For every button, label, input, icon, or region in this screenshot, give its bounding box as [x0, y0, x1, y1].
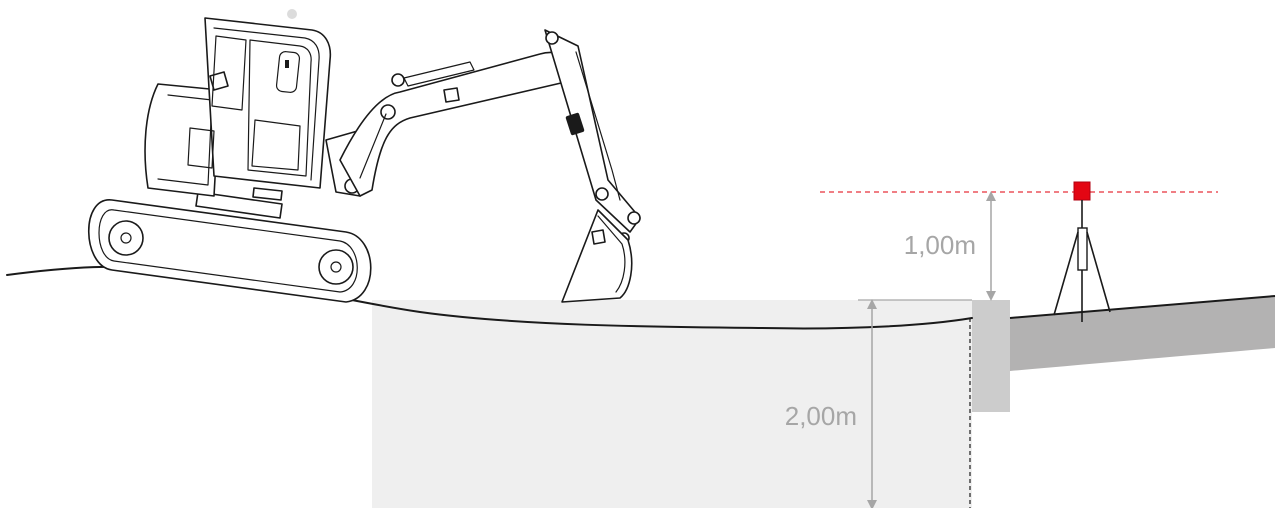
- reference-post: [972, 300, 1010, 412]
- dimension-label-bottom: 2,00m: [785, 401, 857, 431]
- excavation-pit: [372, 300, 972, 508]
- raised-ground: [1010, 296, 1275, 371]
- excavator-icon: [87, 9, 641, 303]
- laser-receiver: [1073, 181, 1091, 201]
- tripod-laser-icon: [1053, 181, 1111, 322]
- dimension-label-top: 1,00m: [904, 230, 976, 260]
